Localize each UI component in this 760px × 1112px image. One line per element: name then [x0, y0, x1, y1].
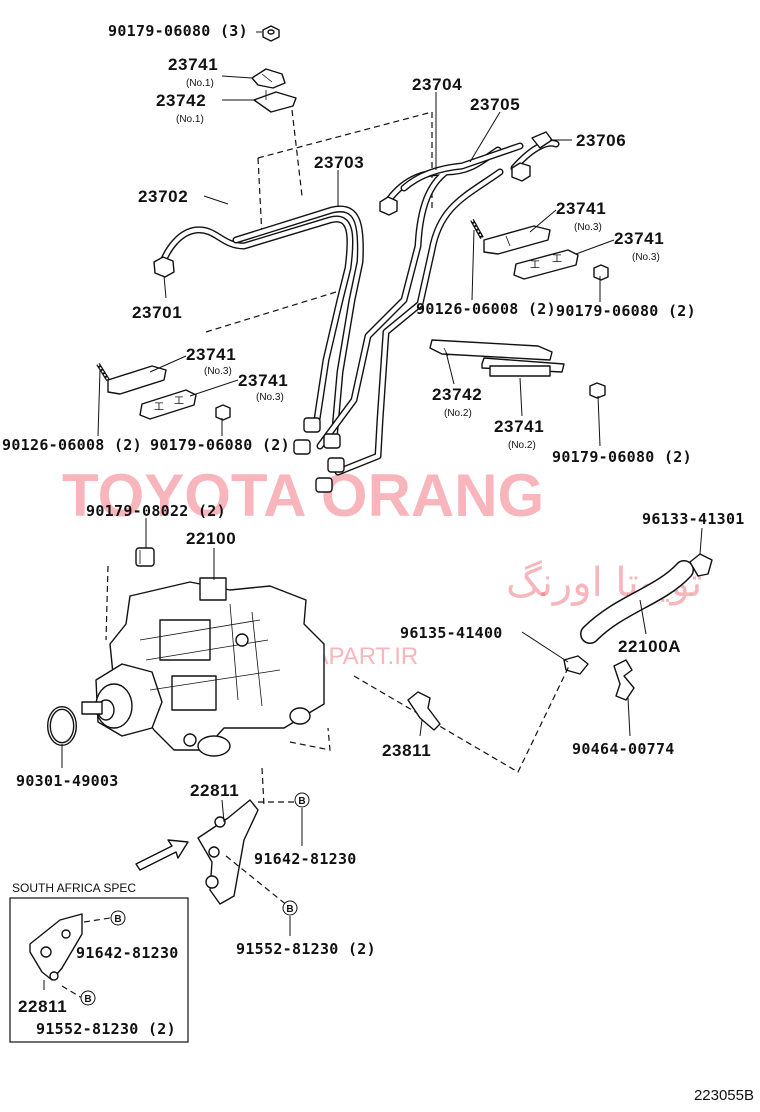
callout-90179-06080-a: 90179-06080 (2): [556, 302, 696, 320]
callout-23741-no3-c-sub: (No.3): [204, 366, 232, 377]
grommet-icon: [135, 547, 155, 567]
marker-b-icon: B: [294, 792, 310, 808]
callout-96135-41400: 96135-41400: [400, 624, 503, 642]
callout-23742-no1: 23742: [156, 91, 206, 110]
hose-icon: [580, 560, 694, 644]
callout-23706: 23706: [576, 131, 626, 150]
callout-23741-no3-a: 23741: [556, 199, 606, 218]
pipe-nut-23705-icon: [379, 196, 398, 216]
marker-b-icon: B: [80, 990, 96, 1006]
inset-south-africa: SOUTH AFRICA SPEC B B: [9, 881, 189, 1043]
callout-23704: 23704: [412, 75, 462, 94]
svg-text:B: B: [286, 904, 293, 915]
callout-90179-06080-b: 90179-06080 (2): [150, 436, 290, 454]
callout-23741-no3-b-sub: (No.3): [632, 252, 660, 263]
callout-90464-00774: 90464-00774: [572, 740, 675, 758]
arrow-indicator-icon: [135, 839, 189, 871]
callout-22811: 22811: [190, 781, 239, 800]
marker-b-icon: B: [282, 900, 298, 916]
callout-23741-no3-a-sub: (No.3): [574, 222, 602, 233]
stud-bolt-left-icon: [96, 362, 110, 382]
callout-90179-06080-3: 90179-06080 (3): [108, 22, 248, 40]
callout-23705: 23705: [470, 95, 520, 114]
callout-23703: 23703: [314, 153, 364, 172]
clamp-no1-lower-icon: [253, 90, 297, 113]
callout-23742-no1-sub: (No.1): [176, 114, 204, 125]
callout-23742-no2: 23742: [432, 385, 482, 404]
svg-text:B: B: [298, 796, 305, 807]
pump-bracket-icon: [197, 799, 259, 905]
callout-90301-49003: 90301-49003: [16, 772, 119, 790]
callout-90179-08022: 90179-08022 (2): [86, 502, 226, 520]
callout-90179-06080-c: 90179-06080 (2): [552, 448, 692, 466]
svg-text:工: 工: [174, 396, 184, 407]
svg-text:工: 工: [154, 402, 164, 413]
callout-23811: 23811: [382, 741, 431, 760]
union-bolt-icon: [407, 691, 441, 731]
injection-pipes: [158, 139, 560, 476]
nut-left-icon: [215, 404, 231, 421]
callout-22100A: 22100A: [618, 637, 681, 656]
marker-b-icon: B: [110, 910, 126, 926]
clamp-no3-right-a-icon: [483, 225, 551, 255]
svg-text:B: B: [114, 914, 121, 925]
bracket-clip-icon: [613, 659, 635, 701]
callout-91552-81230-b: 91552-81230 (2): [36, 1020, 176, 1038]
callout-22811-inset: 22811: [18, 997, 67, 1016]
callout-91642-81230-b: 91642-81230: [76, 944, 179, 962]
callout-23741-no1: 23741: [168, 55, 218, 74]
clamp-no3-left-b-icon: 工 工: [139, 389, 197, 420]
callout-23701: 23701: [132, 303, 182, 322]
nut-top-icon: [262, 25, 280, 42]
callout-23742-no2-sub: (No.2): [444, 408, 472, 419]
hose-clip-top-icon: [689, 553, 713, 577]
clamp-no1-upper-icon: [251, 68, 286, 89]
callout-23741-no2-sub: (No.2): [508, 440, 536, 451]
inset-title: SOUTH AFRICA SPEC: [12, 881, 136, 895]
watermark-brand: TOYOTA ORANG: [62, 462, 544, 529]
callout-22100: 22100: [186, 529, 236, 548]
clamp-no3-right-b-icon: 工 工: [513, 249, 579, 280]
o-ring-icon: [47, 706, 77, 746]
callout-91642-81230-a: 91642-81230: [254, 850, 357, 868]
callout-23741-no1-sub: (No.1): [186, 78, 214, 89]
callout-23702: 23702: [138, 187, 188, 206]
callout-23741-no3-c: 23741: [186, 345, 236, 364]
callout-91552-81230-a: 91552-81230 (2): [236, 940, 376, 958]
figure-code: 223055B: [694, 1087, 754, 1104]
svg-text:工: 工: [530, 260, 540, 271]
clamp-no2-b-icon: [481, 357, 565, 377]
stud-bolt-right-icon: [470, 219, 484, 239]
callout-23741-no2: 23741: [494, 417, 544, 436]
hose-clip-icon: [563, 655, 589, 675]
clamp-no2-a-icon: [429, 339, 553, 361]
callout-23741-no3-d-sub: (No.3): [256, 392, 284, 403]
clamp-no3-left-a-icon: [107, 365, 167, 395]
svg-text:工: 工: [552, 254, 562, 265]
callout-96133-41301: 96133-41301: [642, 510, 745, 528]
callout-23741-no3-b: 23741: [614, 229, 664, 248]
nut-right-a-icon: [593, 264, 609, 281]
callout-90126-06008-a: 90126-06008 (2): [416, 300, 556, 318]
callout-90126-06008-b: 90126-06008 (2): [2, 436, 142, 454]
callout-23741-no3-d: 23741: [238, 371, 288, 390]
svg-text:B: B: [84, 994, 91, 1005]
pipe-nut-23701-icon: [153, 256, 175, 278]
nut-center-icon: [589, 382, 606, 399]
pipe-nuts-bottom-icon: [293, 417, 345, 493]
injection-pump-icon: [81, 577, 325, 757]
pipe-nut-23706-icon: [511, 131, 553, 182]
